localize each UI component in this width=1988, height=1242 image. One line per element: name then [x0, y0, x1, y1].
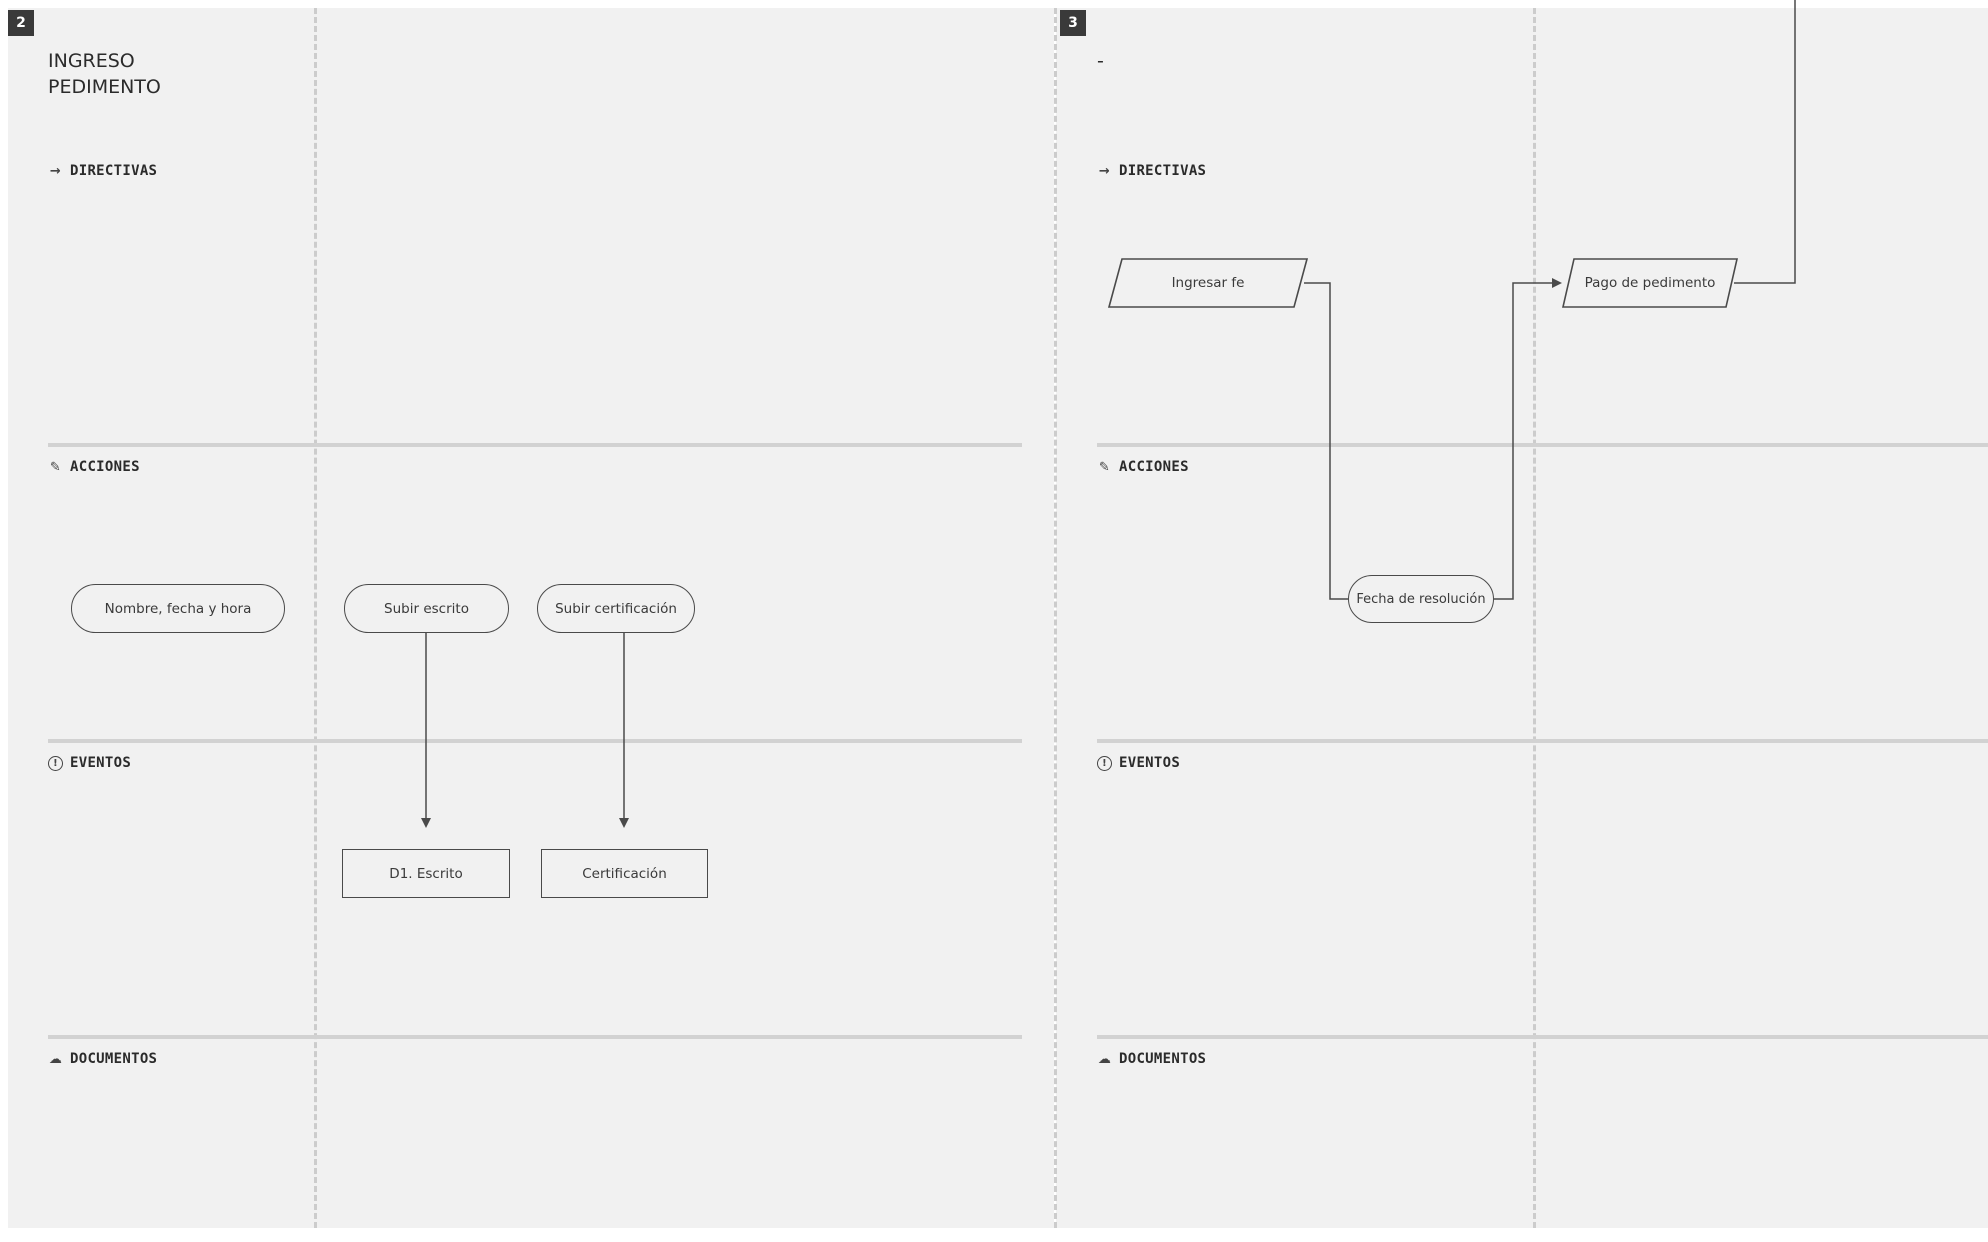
lane-label-text: EVENTOS: [1119, 755, 1181, 771]
lane-label-acciones: ✎ ACCIONES: [48, 459, 140, 475]
column-divider: [314, 8, 317, 1228]
lane-divider: [48, 739, 1022, 743]
lane-label-text: ACCIONES: [70, 459, 140, 475]
alert-circle-icon: !: [1097, 755, 1112, 771]
lane-label-text: DOCUMENTOS: [70, 1051, 158, 1067]
lane-divider: [1097, 739, 1988, 743]
lane-label-documentos: ☁ DOCUMENTOS: [48, 1051, 157, 1067]
lane-label-directivas: → DIRECTIVAS: [48, 163, 157, 179]
cloud-upload-icon: ☁: [48, 1051, 63, 1067]
cloud-upload-icon: ☁: [1097, 1051, 1112, 1067]
panel-3-number-badge: 3: [1060, 10, 1086, 36]
lane-label-acciones: ✎ ACCIONES: [1097, 459, 1189, 475]
node-subir-certificacion[interactable]: Subir certificación: [537, 584, 695, 633]
arrow-right-icon: →: [1098, 163, 1111, 179]
lane-label-text: DOCUMENTOS: [1119, 1051, 1207, 1067]
pencil-icon: ✎: [49, 459, 62, 475]
arrow-right-icon: →: [49, 163, 62, 179]
column-divider: [1054, 8, 1057, 1228]
node-nombre-fecha-hora[interactable]: Nombre, fecha y hora: [71, 584, 285, 633]
node-pago-pedimento-label: Pago de pedimento: [1584, 275, 1716, 291]
panel-2-title: INGRESO PEDIMENTO: [48, 50, 161, 98]
lane-divider: [1097, 1035, 1988, 1039]
lane-divider: [1097, 443, 1988, 447]
lane-label-text: ACCIONES: [1119, 459, 1189, 475]
node-ingresar-fe[interactable]: Ingresar fe: [1109, 259, 1307, 307]
node-fecha-resolucion[interactable]: Fecha de resolución: [1348, 575, 1494, 623]
lane-divider: [48, 1035, 1022, 1039]
panel-2-number-badge: 2: [8, 10, 34, 36]
lane-label-eventos: ! EVENTOS: [1097, 755, 1180, 771]
pencil-icon: ✎: [1098, 459, 1111, 475]
node-d1-escrito[interactable]: D1. Escrito: [342, 849, 510, 898]
node-subir-escrito[interactable]: Subir escrito: [344, 584, 509, 633]
column-divider: [1533, 8, 1536, 1228]
lane-divider: [48, 443, 1022, 447]
lane-label-text: EVENTOS: [70, 755, 132, 771]
lane-label-text: DIRECTIVAS: [1119, 163, 1207, 179]
node-ingresar-fe-label: Ingresar fe: [1171, 275, 1245, 291]
node-certificacion[interactable]: Certificación: [541, 849, 708, 898]
lane-label-directivas: → DIRECTIVAS: [1097, 163, 1206, 179]
node-pago-pedimento[interactable]: Pago de pedimento: [1563, 259, 1737, 307]
panel-3-title: -: [1097, 50, 1104, 72]
lane-label-text: DIRECTIVAS: [70, 163, 158, 179]
alert-circle-icon: !: [48, 755, 63, 771]
panel-3-background: [1056, 8, 1988, 1228]
lane-label-documentos: ☁ DOCUMENTOS: [1097, 1051, 1206, 1067]
lane-label-eventos: ! EVENTOS: [48, 755, 131, 771]
